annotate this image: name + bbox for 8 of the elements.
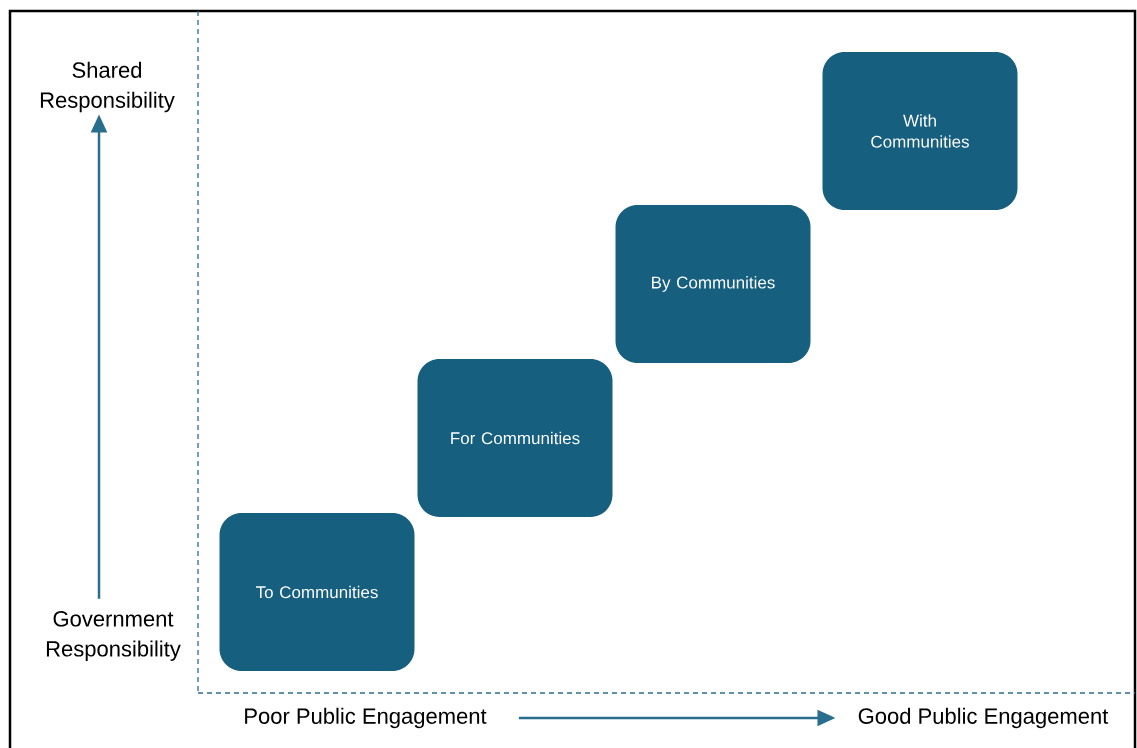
axis-label: Good Public Engagement xyxy=(858,707,1109,729)
stage-box: To Communities xyxy=(219,513,415,671)
axis-label: Poor Public Engagement xyxy=(245,707,487,729)
stage-box: For Communities xyxy=(417,359,613,517)
axis-label: Shared Responsibility xyxy=(40,61,175,113)
stage-box: By Communities xyxy=(615,205,811,363)
stage-box: With Communities xyxy=(822,52,1018,210)
axis-label: Government Responsibility xyxy=(46,611,181,661)
